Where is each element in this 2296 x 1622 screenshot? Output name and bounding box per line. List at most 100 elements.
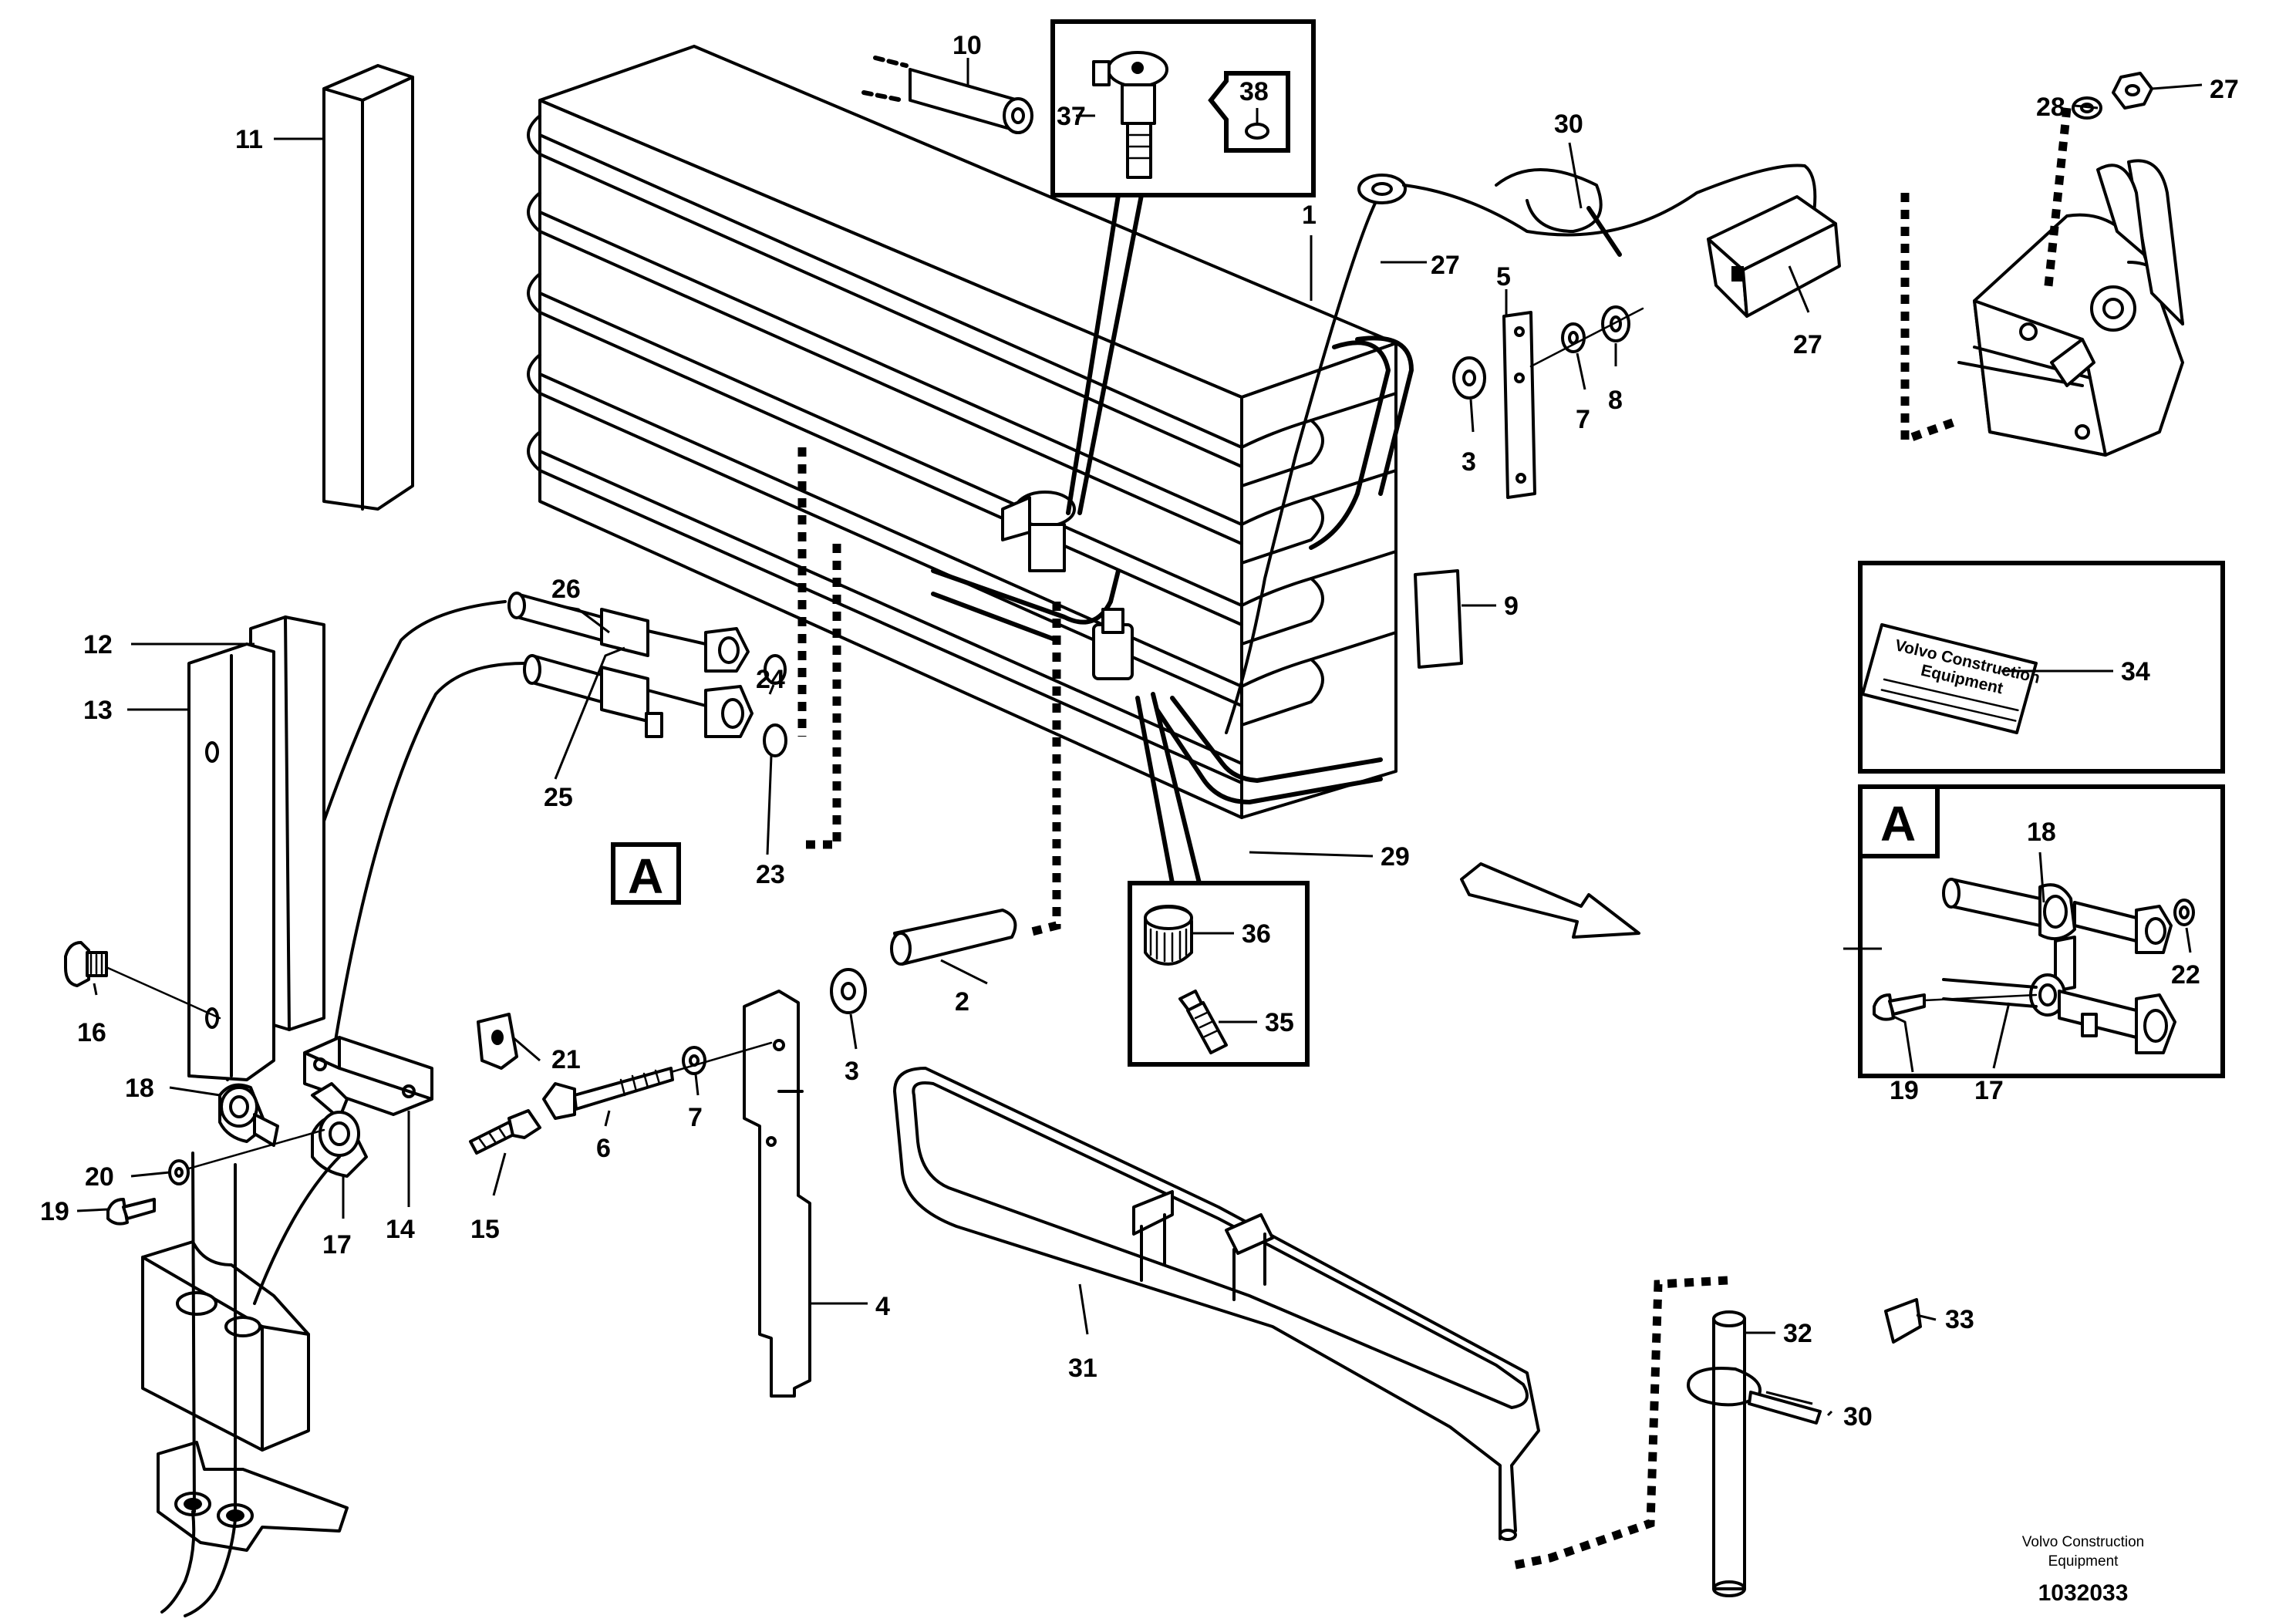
part-label-6: 6 (596, 1134, 611, 1163)
part-label-28: 28 (2036, 93, 2065, 122)
part-label-32: 32 (1783, 1319, 1812, 1348)
part-label-3: 3 (845, 1057, 859, 1086)
drain-hose-short (861, 56, 1033, 134)
thermostat-switch (1707, 195, 1841, 318)
drain-pipe (1712, 1310, 1746, 1597)
airflow-arrow (1460, 862, 1640, 939)
part-label-10: 10 (952, 31, 982, 60)
credit-line2: Equipment (2048, 1553, 2119, 1570)
part-label-21: 21 (551, 1045, 581, 1074)
part-label-8: 8 (1608, 386, 1623, 415)
part-number-labels: 1 2 3 3 4 5 6 7 7 8 9 10 11 12 13 14 15 … (40, 31, 2239, 1431)
part-label-1: 1 (1302, 201, 1317, 230)
detail-ref-a-panel: A (1880, 796, 1916, 851)
detail-a-screw (1873, 993, 1926, 1021)
part-label-36: 36 (1242, 919, 1271, 949)
part-label-12: 12 (83, 630, 113, 659)
thermostat-bracket (1957, 159, 2184, 457)
pipe-clamp (311, 1082, 368, 1178)
hex-bolt (469, 1109, 541, 1155)
foam-strip (322, 64, 414, 511)
evaporator-core (527, 45, 1414, 819)
part-label-38: 38 (1239, 77, 1269, 106)
part-label-18: 18 (125, 1074, 154, 1103)
mounting-strap (1502, 311, 1536, 499)
screw (64, 941, 108, 987)
o-ring (763, 723, 787, 757)
part-label-9: 9 (1504, 592, 1519, 621)
part-label-2: 2 (955, 987, 969, 1017)
credit-line1: Volvo Construction (2022, 1534, 2144, 1550)
part-label-18: 18 (2027, 818, 2056, 847)
part-label-27: 27 (2210, 75, 2239, 104)
detail-a-pipe-lower (1942, 978, 2176, 1054)
part-label-34: 34 (2121, 657, 2150, 686)
evaporator-coil-loops-left (527, 114, 541, 472)
part-label-11: 11 (235, 125, 263, 154)
part-label-27: 27 (1793, 330, 1822, 359)
pipe-clamp (218, 1083, 279, 1147)
refrigerant-line-lower (523, 654, 754, 738)
part-label-33: 33 (1945, 1305, 1974, 1334)
part-label-22: 22 (2171, 960, 2200, 990)
valve-core (1178, 990, 1228, 1054)
foam-block (141, 1240, 310, 1452)
detail-ref-a-main: A (628, 848, 663, 904)
expansion-valve (1092, 51, 1168, 179)
part-label-37: 37 (1057, 102, 1086, 131)
washer (682, 1046, 706, 1075)
part-label-17: 17 (322, 1230, 352, 1259)
cable-tie (1495, 168, 1603, 233)
screw (106, 1198, 156, 1226)
o-ring (764, 654, 787, 685)
part-label-14: 14 (386, 1215, 415, 1244)
part-label-15: 15 (470, 1215, 500, 1244)
part-label-20: 20 (85, 1162, 114, 1192)
leader-lines (76, 58, 2203, 1417)
outlet-pipe (1155, 707, 1383, 804)
part-label-25: 25 (544, 783, 573, 812)
part-label-30: 30 (1554, 110, 1583, 139)
evaporator-tubes (538, 133, 1243, 784)
sensor-capillary-tube (1225, 191, 1382, 734)
refrigerant-line-upper (507, 592, 750, 673)
grommet (1357, 174, 1407, 204)
o-ring (2173, 899, 2195, 926)
part-label-30: 30 (1843, 1402, 1873, 1431)
part-label-27: 27 (1431, 251, 1460, 280)
thermostat-wire (1402, 164, 1817, 237)
insulating-sleeve (893, 909, 1017, 966)
detail-ref-a-box (611, 842, 681, 905)
detail-a-label-box (1858, 784, 1940, 858)
detail-a-pipe-upper (1942, 878, 2173, 954)
part-label-13: 13 (83, 696, 113, 725)
part-label-5: 5 (1496, 262, 1511, 292)
part-label-19: 19 (1890, 1076, 1919, 1105)
part-label-35: 35 (1265, 1008, 1294, 1037)
support-base (157, 1441, 349, 1552)
clip (1884, 1298, 1922, 1344)
part-label-26: 26 (551, 575, 581, 604)
valve-cap (1144, 905, 1193, 966)
condensate-drip-tray (893, 1067, 1540, 1541)
part-label-7: 7 (1576, 405, 1590, 434)
nut (2112, 72, 2153, 110)
part-label-17: 17 (1974, 1076, 2004, 1105)
washer (830, 968, 867, 1014)
decal: Volvo Construction Equipment (1861, 623, 2041, 734)
part-label-23: 23 (756, 860, 785, 889)
part-label-16: 16 (77, 1018, 106, 1047)
clamp-bracket (303, 1036, 433, 1116)
o-ring-seal (1245, 123, 1269, 140)
washer (168, 1159, 190, 1185)
foam-pad (1414, 569, 1463, 669)
part-label-29: 29 (1381, 842, 1410, 872)
bolt (542, 1067, 674, 1120)
part-label-4: 4 (875, 1292, 890, 1321)
drawing-number: 1032033 (2038, 1580, 2129, 1606)
part-label-3: 3 (1462, 447, 1476, 477)
washer (1452, 356, 1486, 400)
part-label-24: 24 (756, 665, 785, 694)
